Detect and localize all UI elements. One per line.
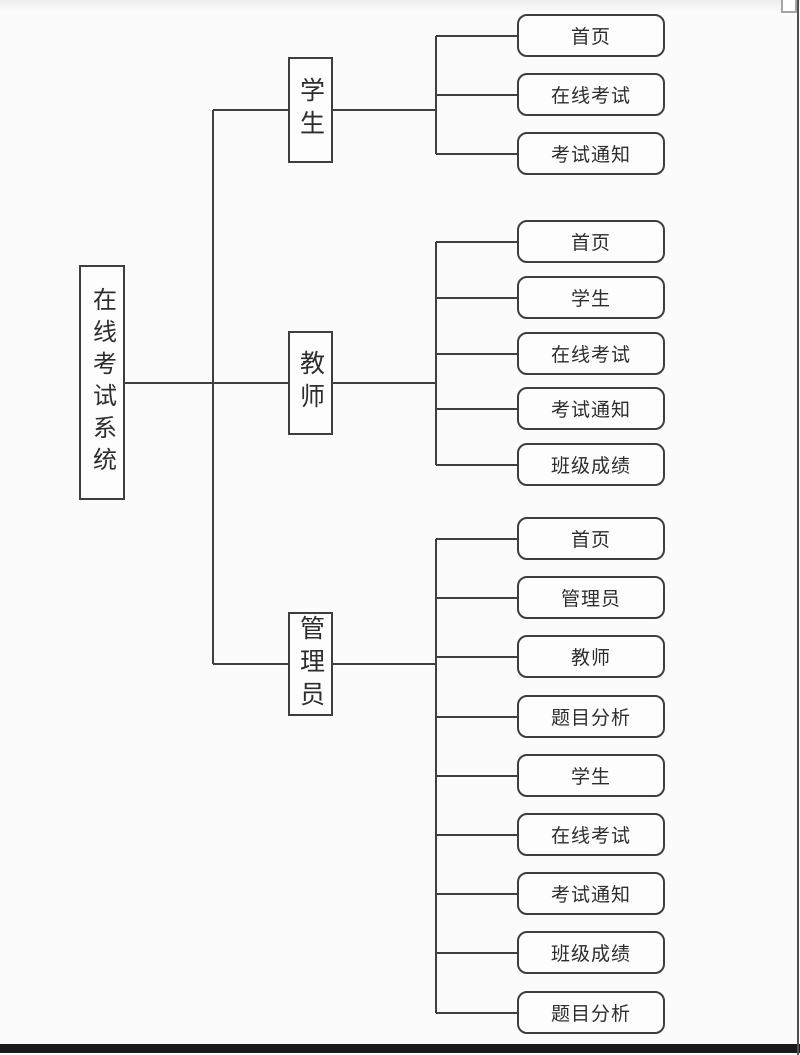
leaf-node: 首页 — [517, 220, 665, 263]
leaf-node: 在线考试 — [517, 813, 665, 856]
branch-node-teacher: 教师 — [288, 331, 333, 435]
leaf-node: 教师 — [517, 635, 665, 678]
leaf-node: 学生 — [517, 754, 665, 797]
leaf-node: 班级成绩 — [517, 443, 665, 486]
page-right-edge-line — [797, 0, 799, 1055]
leaf-node: 首页 — [517, 517, 665, 560]
leaf-node: 在线考试 — [517, 73, 665, 116]
leaf-node: 学生 — [517, 276, 665, 319]
root-node: 在线考试系统 — [79, 265, 125, 500]
branch-node-admin: 管理员 — [288, 612, 333, 716]
leaf-node: 考试通知 — [517, 387, 665, 430]
leaf-node: 考试通知 — [517, 132, 665, 175]
leaf-node: 班级成绩 — [517, 931, 665, 974]
leaf-node: 管理员 — [517, 576, 665, 619]
leaf-node: 考试通知 — [517, 872, 665, 915]
leaf-node: 首页 — [517, 14, 665, 57]
leaf-node: 题目分析 — [517, 695, 665, 738]
leaf-node: 在线考试 — [517, 332, 665, 375]
branch-node-student: 学生 — [288, 57, 333, 163]
leaf-node: 题目分析 — [517, 991, 665, 1034]
page-bottom-edge-bar — [0, 1044, 800, 1053]
top-right-corner-tab — [781, 0, 797, 13]
